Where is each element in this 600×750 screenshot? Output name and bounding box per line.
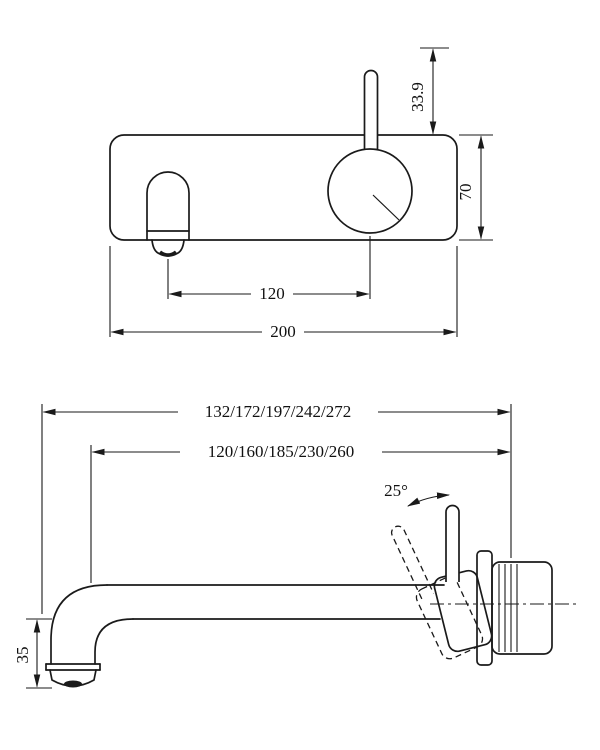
dim-handle-angle: 25° bbox=[384, 481, 451, 507]
dim-text-outlet-drop: 35 bbox=[13, 647, 32, 664]
handle-tilted-position bbox=[391, 525, 484, 660]
spout-aperture bbox=[146, 171, 190, 257]
dim-plate-height: 70 bbox=[456, 135, 485, 240]
aerator-outlet bbox=[64, 680, 82, 688]
side-view-extension-lines bbox=[26, 404, 512, 689]
dim-overall-length: 132/172/197/242/272 bbox=[42, 402, 511, 421]
spout-outlet-tip bbox=[158, 250, 178, 257]
spout-profile bbox=[45, 584, 445, 688]
dim-outlet-drop: 35 bbox=[13, 619, 41, 688]
dim-text-plate-width: 200 bbox=[270, 322, 296, 341]
dim-text-plate-height: 70 bbox=[456, 184, 475, 201]
dim-text-spout-reach: 120/160/185/230/260 bbox=[208, 442, 354, 461]
front-view: 33.9 70 120 200 bbox=[109, 47, 493, 341]
dim-spout-reach: 120/160/185/230/260 bbox=[91, 442, 511, 461]
backplate-outline bbox=[109, 134, 458, 241]
dim-plate-width: 200 bbox=[110, 322, 457, 341]
dim-handle-stem-height: 33.9 bbox=[408, 48, 437, 135]
handle-base-cone bbox=[433, 569, 493, 653]
concealed-body bbox=[491, 561, 553, 655]
dim-text-overall-length: 132/172/197/242/272 bbox=[205, 402, 351, 421]
mixer-trim-circle bbox=[327, 148, 413, 234]
front-view-extension-lines bbox=[109, 47, 493, 337]
side-view: 132/172/197/242/272 120/160/185/230/260 … bbox=[13, 402, 576, 689]
mixer-seam-line bbox=[372, 194, 400, 221]
dim-text-handle-angle: 25° bbox=[384, 481, 408, 500]
dim-centres-spacing: 120 bbox=[168, 284, 370, 303]
handle-stem bbox=[363, 69, 379, 150]
dim-text-centres-spacing: 120 bbox=[259, 284, 285, 303]
handle-rest-position bbox=[433, 504, 493, 653]
dim-text-stem-height: 33.9 bbox=[408, 82, 427, 112]
handle-lever bbox=[445, 504, 460, 582]
